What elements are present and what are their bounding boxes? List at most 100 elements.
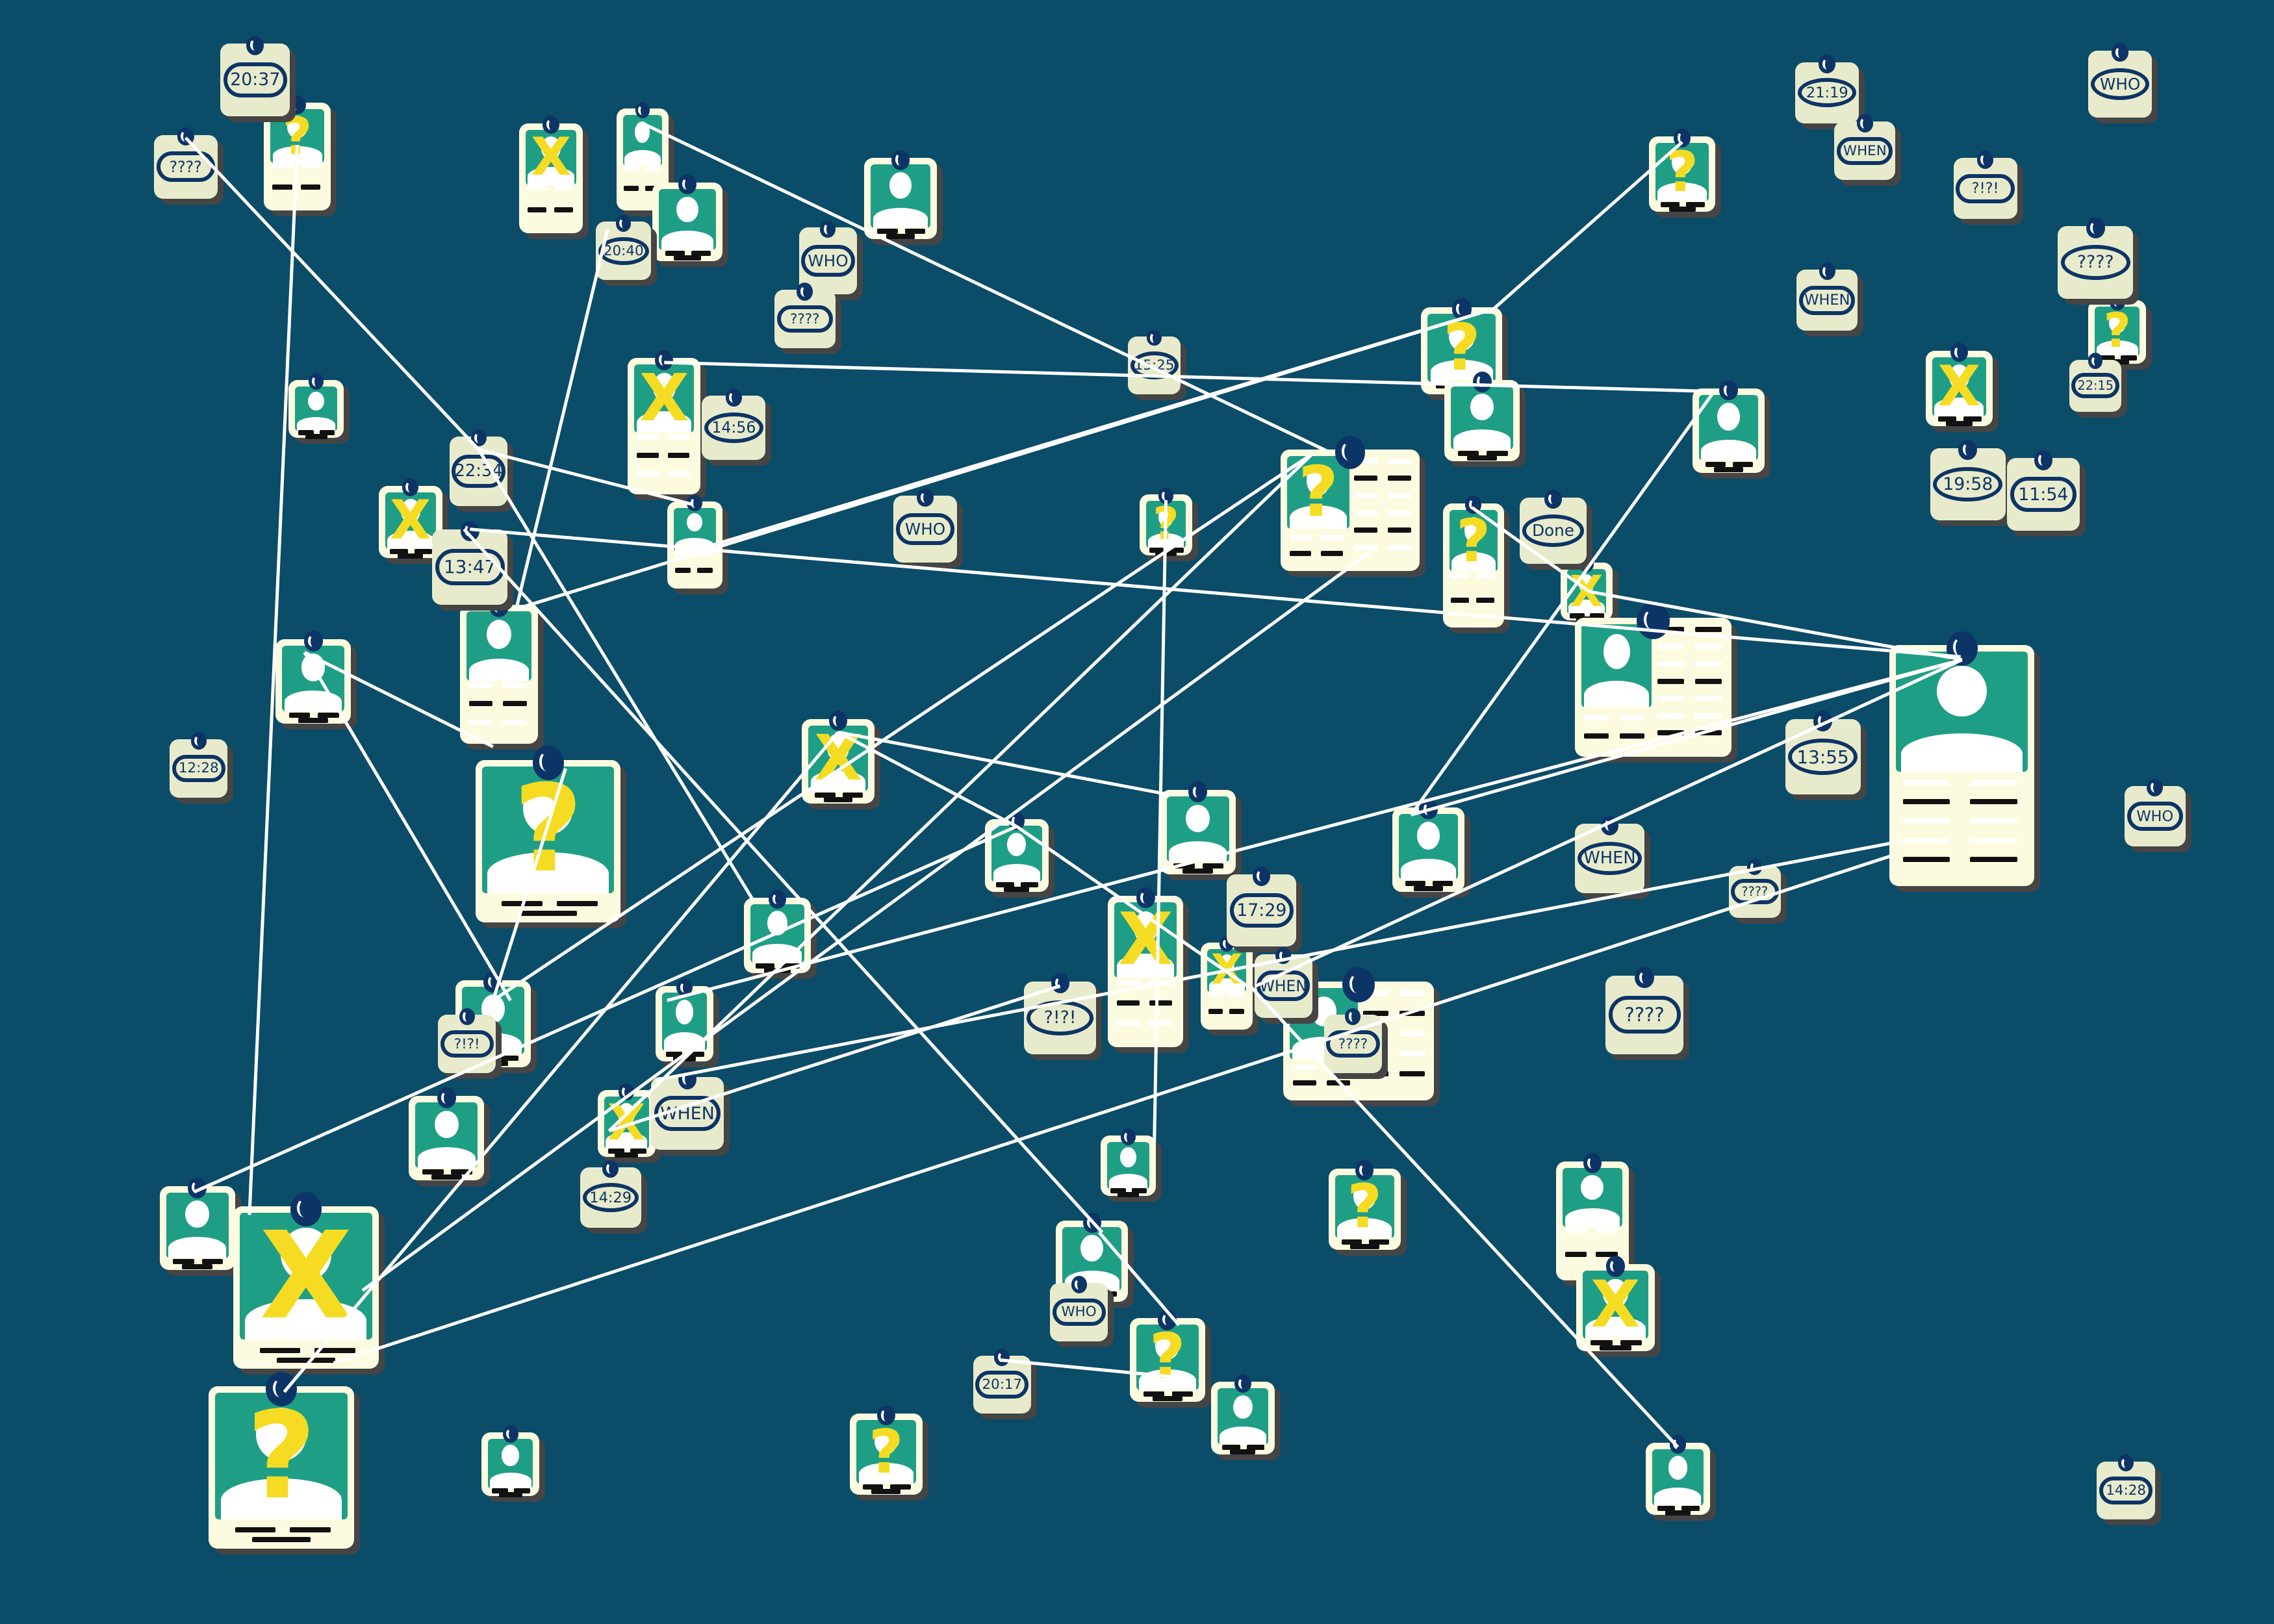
suspect-card[interactable] [1889, 631, 2035, 886]
pin-icon [502, 1425, 518, 1443]
text-line [1354, 527, 1378, 533]
note-card[interactable]: 15:25 [1128, 329, 1181, 395]
note-card[interactable]: ???? [774, 283, 836, 348]
note-card[interactable]: 21:19 [1795, 55, 1859, 123]
suspect-card[interactable]: X [233, 1192, 379, 1369]
suspect-card[interactable] [744, 889, 811, 973]
suspect-card[interactable]: X [802, 711, 875, 804]
note-card[interactable]: ???? [153, 127, 218, 199]
note-card[interactable]: WHO [2124, 778, 2186, 847]
suspect-card[interactable] [481, 1425, 540, 1497]
note-card[interactable]: WHO [1049, 1276, 1108, 1341]
suspect-card[interactable] [275, 631, 351, 724]
blank-line [1695, 661, 1722, 667]
suspect-card[interactable] [667, 494, 722, 589]
note-card[interactable]: WHEN [1834, 114, 1896, 180]
caption-line [252, 1537, 311, 1543]
note-card[interactable]: ?!?! [1953, 150, 2017, 220]
suspect-mark: ? [282, 109, 313, 164]
note-card[interactable]: WHEN [651, 1069, 724, 1150]
note-card[interactable]: 14:56 [702, 388, 766, 460]
suspect-card[interactable] [159, 1177, 235, 1271]
note-card[interactable]: 20:37 [220, 35, 290, 116]
suspect-card[interactable]: ? [849, 1405, 923, 1495]
suspect-card[interactable]: ? [1442, 496, 1504, 628]
suspect-card[interactable] [984, 811, 1049, 892]
note-card[interactable]: ?!?! [1023, 973, 1097, 1054]
note-card[interactable]: WHO [2088, 43, 2153, 118]
note-card[interactable]: ???? [1728, 859, 1781, 918]
note-card[interactable]: Done [1520, 489, 1587, 565]
dossier-card[interactable]: ? [1280, 435, 1420, 572]
note-card[interactable]: 22:34 [449, 429, 508, 506]
suspect-card[interactable] [288, 373, 344, 439]
note-card[interactable]: ???? [1323, 1008, 1383, 1073]
suspect-mark [871, 164, 930, 227]
note-card[interactable]: WHEN [1574, 815, 1645, 893]
note-card[interactable]: WHEN [1796, 262, 1858, 331]
suspect-card[interactable]: ? [1140, 488, 1192, 557]
note-card[interactable]: 14:28 [2097, 1454, 2155, 1520]
note-card[interactable]: 17:29 [1227, 866, 1297, 947]
suspect-card[interactable]: ? [1328, 1160, 1401, 1250]
note-card[interactable]: 11:54 [2007, 450, 2080, 531]
caption-line [305, 433, 327, 439]
suspect-mark: X [639, 364, 689, 433]
suspect-card[interactable]: ? [1129, 1309, 1205, 1402]
suspect-card[interactable] [409, 1087, 485, 1180]
suspect-card[interactable]: ? [1648, 128, 1716, 212]
note-card[interactable]: WHO [893, 488, 958, 563]
suspect-card[interactable] [864, 149, 937, 240]
suspect-card[interactable]: ? [476, 745, 621, 922]
suspect-card[interactable] [1101, 1128, 1156, 1197]
suspect-card[interactable]: X [628, 349, 701, 495]
suspect-card[interactable] [1444, 371, 1520, 461]
suspect-card[interactable] [1210, 1374, 1275, 1454]
suspect-card[interactable] [655, 978, 714, 1061]
suspect-card[interactable] [652, 174, 722, 261]
note-card[interactable]: 13:47 [432, 520, 508, 605]
blank-line [1565, 1228, 1587, 1234]
caption-line [519, 911, 578, 917]
blank-line [1208, 991, 1223, 996]
note-card[interactable]: ???? [1605, 967, 1684, 1054]
suspect-card[interactable]: X [1201, 935, 1253, 1030]
blank-line [1619, 715, 1644, 720]
note-card[interactable]: 12:28 [170, 732, 228, 798]
note-card[interactable]: ???? [2058, 218, 2134, 299]
caption-line [431, 1174, 462, 1180]
note-card[interactable]: 22:15 [2069, 353, 2122, 412]
suspect-card[interactable] [1646, 1435, 1710, 1516]
suspect-card[interactable]: X [597, 1083, 656, 1158]
suspect-card[interactable] [1692, 380, 1765, 473]
note-card[interactable]: 20:40 [596, 215, 652, 280]
suspect-card[interactable] [1392, 799, 1465, 892]
note-card[interactable]: 19:58 [1930, 439, 2006, 521]
note-card[interactable]: 13:55 [1785, 711, 1861, 795]
pin-icon [1472, 371, 1492, 392]
note-card[interactable]: 20:17 [973, 1349, 1031, 1414]
note-card[interactable]: WHEN [1254, 946, 1312, 1018]
suspect-card[interactable]: X [519, 116, 583, 234]
suspect-card[interactable]: X [1576, 1255, 1655, 1352]
caption-line [1937, 416, 1957, 422]
suspect-card[interactable]: X [1560, 555, 1613, 622]
dossier-card[interactable] [1574, 602, 1731, 757]
suspect-photo: ? [1286, 455, 1350, 529]
suspect-card[interactable]: X [1108, 887, 1184, 1047]
note-card[interactable]: ?!?! [438, 1008, 496, 1073]
pin-icon [1147, 329, 1162, 346]
suspect-card[interactable] [459, 596, 539, 744]
suspect-photo [1652, 1449, 1704, 1506]
suspect-mark: X [1210, 948, 1243, 993]
note-card[interactable]: 14:29 [580, 1160, 641, 1228]
caption-line [1230, 1449, 1256, 1454]
note-label: WHEN [654, 1096, 721, 1131]
pin-icon [303, 631, 323, 652]
suspect-card[interactable] [1160, 781, 1236, 874]
suspect-mark: ? [1347, 1174, 1383, 1239]
suspect-card[interactable]: X [1926, 343, 1993, 427]
suspect-card[interactable]: ? [209, 1372, 354, 1549]
suspect-card[interactable]: ? [264, 95, 331, 210]
suspect-card[interactable]: X [378, 478, 442, 559]
